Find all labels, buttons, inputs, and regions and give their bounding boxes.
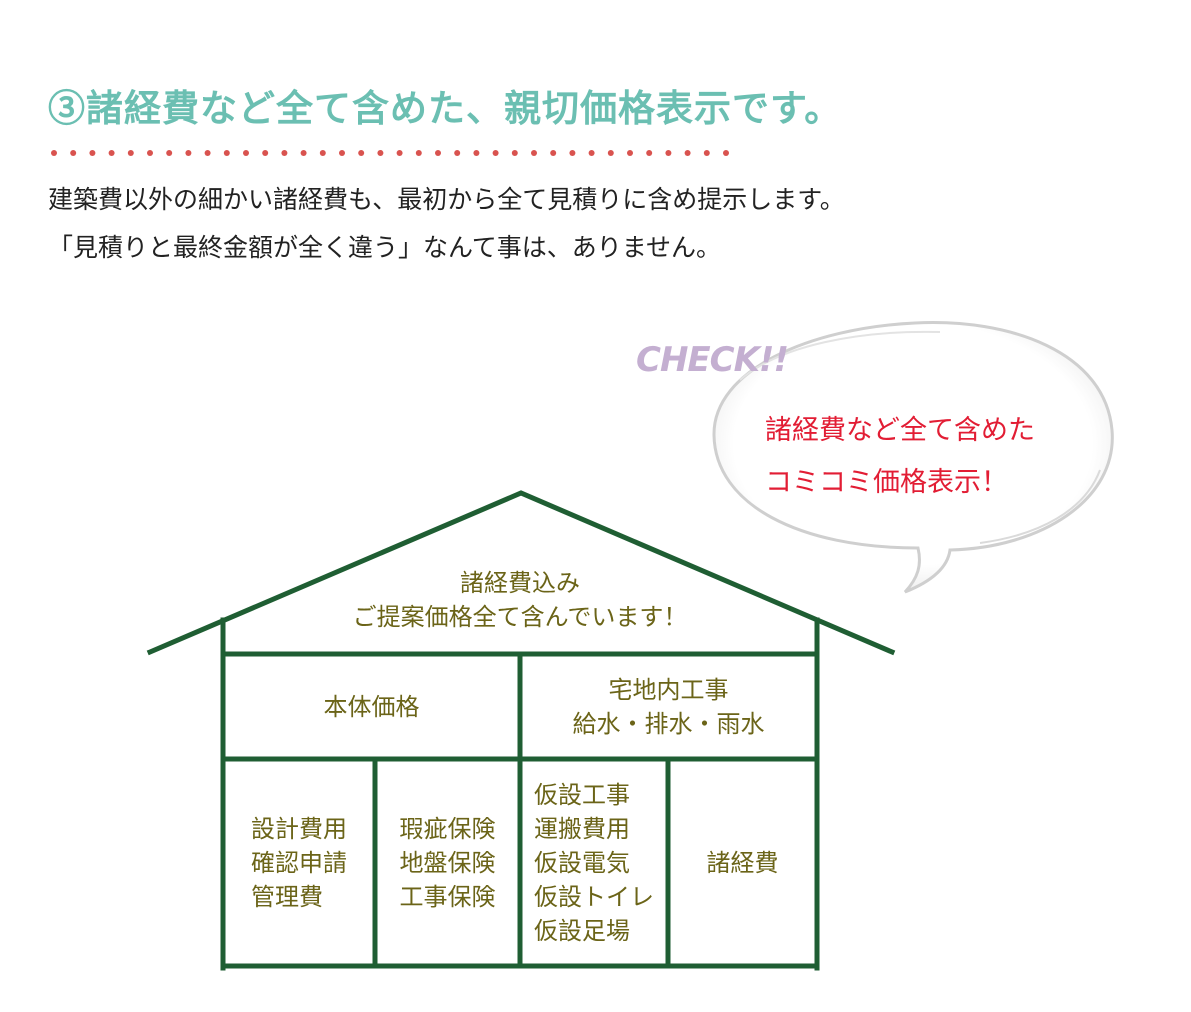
divider-dot bbox=[204, 150, 211, 156]
roof-line bbox=[146, 490, 896, 656]
temporary-work-cell: 仮設工事 運搬費用 仮設電気 仮設トイレ 仮設足場 bbox=[522, 762, 666, 964]
roof-caption-line-1: 諸経費込み bbox=[460, 569, 580, 597]
divider-dot bbox=[607, 150, 614, 156]
divider-dot bbox=[588, 150, 595, 156]
divider-dot bbox=[108, 150, 115, 156]
temporary-work-item: 仮設工事 bbox=[534, 781, 630, 809]
main-price-label: 本体価格 bbox=[323, 693, 420, 721]
divider-dot bbox=[127, 150, 134, 156]
divider-dot bbox=[492, 150, 499, 156]
site-work-cell: 宅地内工事 給水・排水・雨水 bbox=[522, 657, 815, 757]
divider-dot bbox=[166, 150, 173, 156]
divider-dot bbox=[243, 150, 249, 156]
temporary-work-item: 運搬費用 bbox=[534, 815, 630, 843]
divider-dot bbox=[665, 150, 672, 156]
design-fees-item: 管理費 bbox=[251, 883, 323, 911]
misc-fees-cell: 諸経費 bbox=[670, 762, 815, 964]
divider-dot bbox=[281, 150, 288, 156]
temporary-work-item: 仮設トイレ bbox=[534, 883, 654, 911]
callout-text: 諸経費など全て含めた コミコミ価格表示！ bbox=[765, 405, 1035, 509]
divider-dot bbox=[723, 150, 729, 156]
divider-dot bbox=[319, 150, 326, 156]
roof-caption: 諸経費込み ご提案価格全て含んでいます！ bbox=[223, 560, 817, 640]
divider-dot bbox=[415, 150, 422, 156]
check-label: CHECK!! bbox=[636, 340, 789, 380]
insurance-item: 地盤保険 bbox=[399, 849, 496, 877]
divider-dot bbox=[300, 150, 307, 156]
divider-dot bbox=[147, 150, 153, 156]
design-fees-item: 確認申請 bbox=[251, 849, 347, 877]
intro-text: 建築費以外の細かい諸経費も、最初から全て見積りに含め提示します。 「見積りと最終… bbox=[48, 176, 845, 272]
design-fees-cell: 設計費用 確認申請 管理費 bbox=[225, 762, 373, 964]
divider-dot bbox=[511, 150, 518, 156]
insurance-item: 瑕疵保険 bbox=[399, 815, 496, 843]
divider-dot bbox=[358, 150, 365, 156]
divider-dot bbox=[473, 150, 480, 156]
section-heading: ③諸経費など全て含めた、親切価格表示です。 bbox=[48, 86, 843, 130]
roof-caption-line-2: ご提案価格全て含んでいます！ bbox=[352, 603, 688, 631]
site-work-line-1: 宅地内工事 bbox=[608, 676, 729, 704]
misc-fees-label: 諸経費 bbox=[706, 849, 779, 877]
callout-line-2: コミコミ価格表示！ bbox=[765, 467, 1008, 498]
divider-dot bbox=[70, 150, 77, 156]
divider-dot bbox=[531, 150, 537, 156]
main-price-cell: 本体価格 bbox=[225, 657, 518, 757]
divider-dot bbox=[684, 150, 691, 156]
divider-dot bbox=[435, 150, 441, 156]
divider-dot bbox=[89, 150, 96, 156]
design-fees-item: 設計費用 bbox=[251, 815, 347, 843]
temporary-work-item: 仮設電気 bbox=[534, 849, 630, 877]
intro-line-1: 建築費以外の細かい諸経費も、最初から全て見積りに含め提示します。 bbox=[48, 185, 845, 214]
callout-line-1: 諸経費など全て含めた bbox=[765, 415, 1035, 446]
insurance-item: 工事保険 bbox=[399, 883, 496, 911]
divider-dot bbox=[550, 150, 557, 156]
divider-dot bbox=[223, 150, 230, 156]
divider-dot bbox=[569, 150, 576, 156]
divider-dot bbox=[377, 150, 384, 156]
divider-dot bbox=[51, 150, 57, 156]
divider-dot bbox=[339, 150, 345, 156]
site-work-line-2: 給水・排水・雨水 bbox=[572, 710, 765, 738]
divider-dot bbox=[262, 150, 269, 156]
intro-line-2: 「見積りと最終金額が全く違う」なんて事は、ありません。 bbox=[48, 233, 722, 262]
dotted-divider bbox=[51, 150, 729, 156]
insurance-cell: 瑕疵保険 地盤保険 工事保険 bbox=[377, 762, 518, 964]
divider-dot bbox=[646, 150, 653, 156]
temporary-work-item: 仮設足場 bbox=[534, 917, 630, 945]
divider-dot bbox=[454, 150, 461, 156]
divider-dot bbox=[185, 150, 192, 156]
divider-dot bbox=[627, 150, 633, 156]
divider-dot bbox=[396, 150, 403, 156]
divider-dot bbox=[703, 150, 710, 156]
